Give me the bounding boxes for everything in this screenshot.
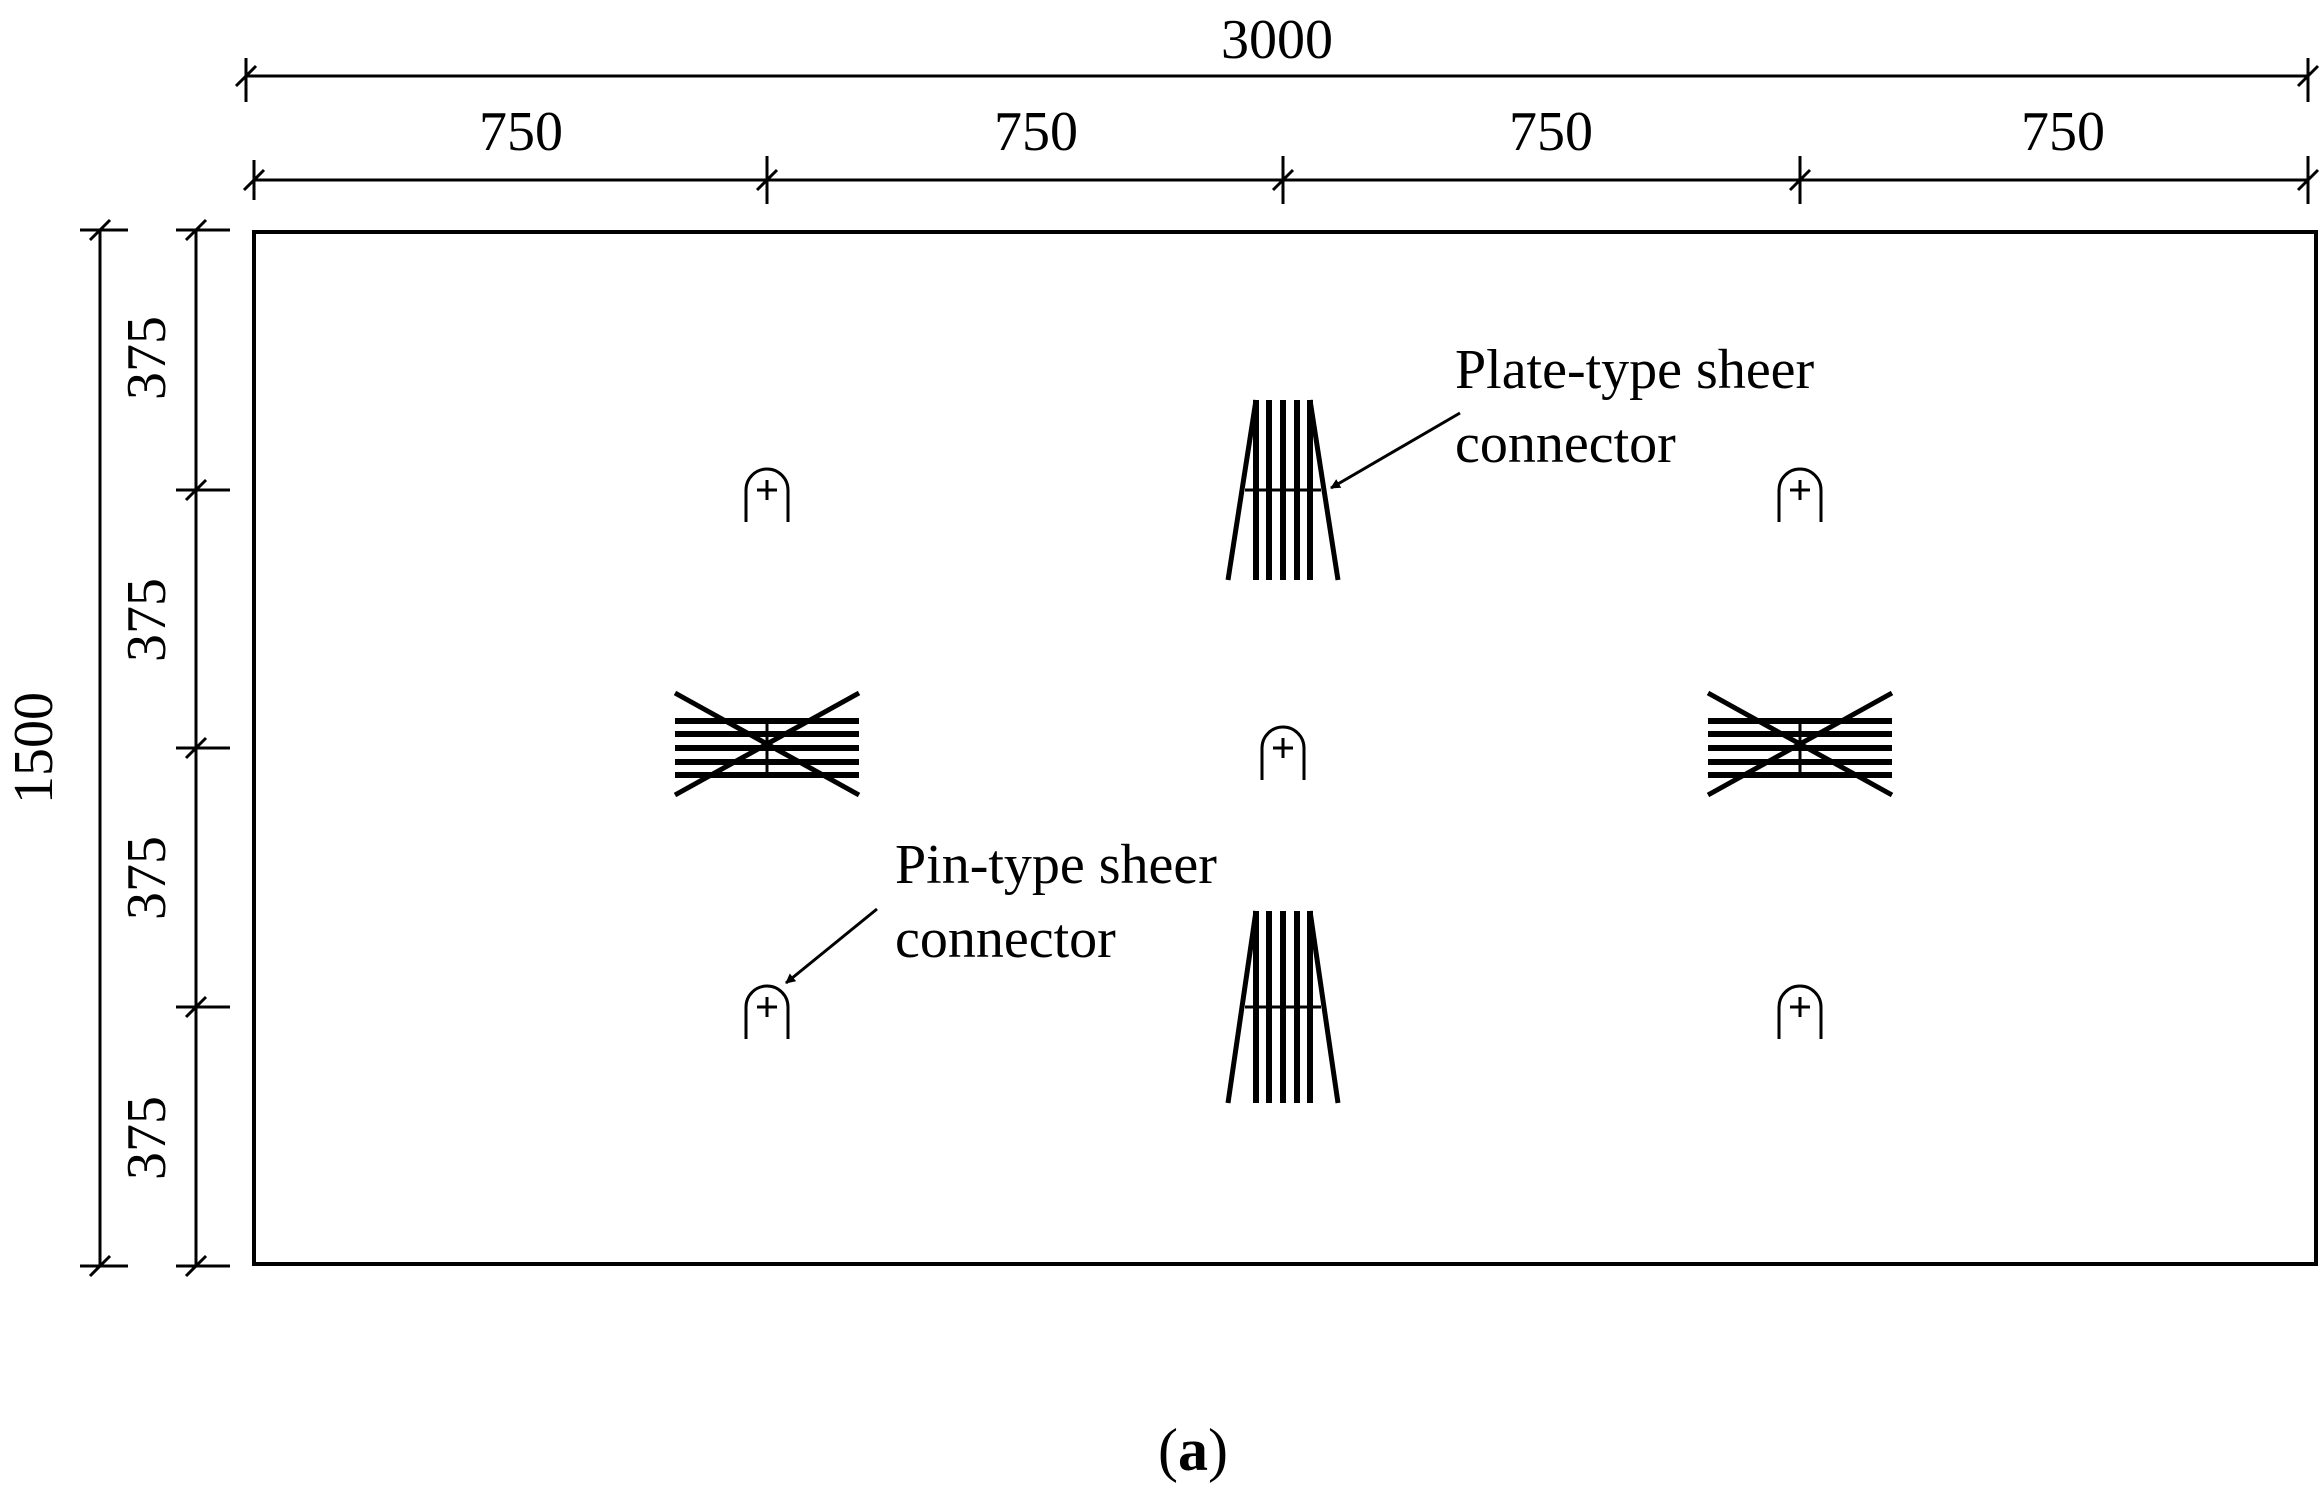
- segment-height-label-1: 375: [116, 316, 178, 400]
- overall-height-dimension: [80, 218, 128, 1278]
- pin-connector: [1260, 725, 1306, 780]
- segment-width-label-1: 750: [479, 101, 563, 163]
- overall-width-label: 3000: [1221, 9, 1333, 71]
- overall-width-dimension: [234, 58, 2320, 102]
- plate-type-label-line-2: connector: [1455, 413, 1676, 475]
- pin-connector: [1777, 467, 1823, 522]
- plate-connector-horizontal: [673, 690, 861, 798]
- plate-type-leader-arrow: [1330, 411, 1461, 490]
- segment-height-label-4: 375: [116, 1096, 178, 1180]
- figure-caption: (a): [1158, 1417, 1228, 1483]
- pin-connector: [744, 984, 790, 1039]
- segment-height-dimension: [176, 218, 230, 1278]
- segment-width-dimension: [242, 156, 2320, 204]
- pin-connector: [744, 467, 790, 522]
- plate-connector-horizontal: [1706, 690, 1894, 798]
- overall-height-label: 1500: [3, 692, 65, 804]
- segment-height-label-2: 375: [116, 578, 178, 662]
- plate-type-label-line-1: Plate-type sheer: [1455, 339, 1815, 401]
- segment-width-label-3: 750: [1509, 101, 1593, 163]
- pin-type-leader-arrow: [785, 907, 878, 985]
- pin-connector: [1777, 984, 1823, 1039]
- segment-width-label-4: 750: [2021, 101, 2105, 163]
- slab-outline: [252, 230, 2318, 1266]
- pin-type-label-line-2: connector: [895, 908, 1116, 970]
- plate-connector-vertical: [1225, 399, 1341, 581]
- segment-height-label-3: 375: [116, 836, 178, 920]
- segment-width-label-2: 750: [994, 101, 1078, 163]
- plate-connector-vertical: [1225, 910, 1341, 1104]
- pin-type-label-line-1: Pin-type sheer: [895, 834, 1217, 896]
